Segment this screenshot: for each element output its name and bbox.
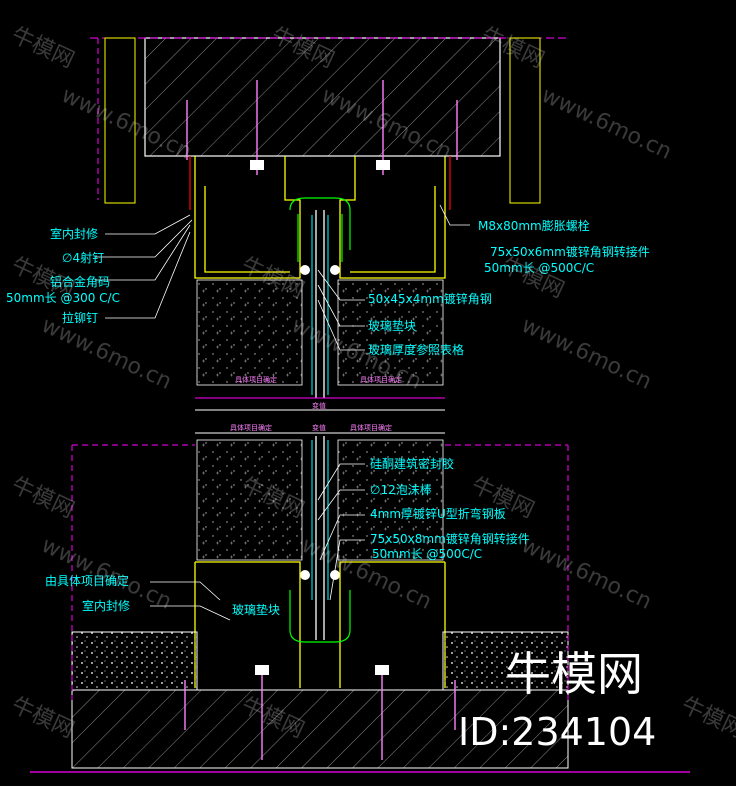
label-steel-connector-spec: 50mm长 @500C/C xyxy=(484,261,594,275)
dimension-texts: 具体项目确定 具体项目确定 变值 具体项目确定 变值 具体项目确定 xyxy=(230,375,402,432)
label-interior-finish: 室内封修 xyxy=(50,226,98,241)
label-glass-pad: 玻璃垫块 xyxy=(368,318,416,333)
label-u-plate: 4mm厚镀锌U型折弯钢板 xyxy=(370,506,506,521)
dim-project-defined-1: 具体项目确定 xyxy=(235,375,277,384)
dim-variable-1: 变值 xyxy=(312,401,326,410)
label-interior-finish-bottom: 室内封修 xyxy=(82,598,130,613)
label-foam-rod: ∅12泡沫棒 xyxy=(370,483,432,497)
watermark-cn: 牛模网 xyxy=(7,693,77,744)
label-alu-angle-spec: 50mm长 @300 C/C xyxy=(6,291,120,305)
label-glass-block: 玻璃垫块 xyxy=(232,602,280,617)
watermark-url: www.6mo.cn xyxy=(537,83,675,165)
label-steel-connector: 75x50x6mm镀锌角钢转接件 xyxy=(490,244,650,259)
label-expansion-bolt: M8x80mm膨胀螺栓 xyxy=(478,218,590,233)
brand-name: 牛模网 xyxy=(505,647,643,701)
watermark-url: www.6mo.cn xyxy=(517,533,655,615)
dim-project-defined-2: 具体项目确定 xyxy=(360,375,402,384)
dim-variable-2: 变值 xyxy=(312,423,326,432)
dim-project-defined-4: 具体项目确定 xyxy=(350,423,392,432)
watermark-cn: 牛模网 xyxy=(7,23,77,74)
label-glass-thickness: 玻璃厚度参照表格 xyxy=(368,342,464,357)
label-silicone-sealant: 硅酮建筑密封胶 xyxy=(370,456,454,471)
dim-project-defined-3: 具体项目确定 xyxy=(230,423,272,432)
label-alu-angle: 铝合金角码 xyxy=(50,274,110,289)
brand-id: ID:234104 xyxy=(458,710,656,754)
label-rivet: 拉铆钉 xyxy=(62,310,98,325)
label-project-defined: 由具体项目确定 xyxy=(45,573,129,588)
watermark-cn: 牛模网 xyxy=(7,473,77,524)
label-steel-connector-bottom: 75x50x8mm镀锌角钢转接件 xyxy=(370,531,530,546)
label-steel-connector-bottom-spec: 50mm长 @500C/C xyxy=(372,547,482,561)
watermark-url: www.6mo.cn xyxy=(37,313,175,395)
label-shot-nail: ∅4射钉 xyxy=(62,250,104,265)
label-steel-angle: 50x45x4mm镀锌角钢 xyxy=(368,292,492,306)
watermark-cn: 牛模网 xyxy=(677,693,736,744)
watermark-url: www.6mo.cn xyxy=(517,313,655,395)
